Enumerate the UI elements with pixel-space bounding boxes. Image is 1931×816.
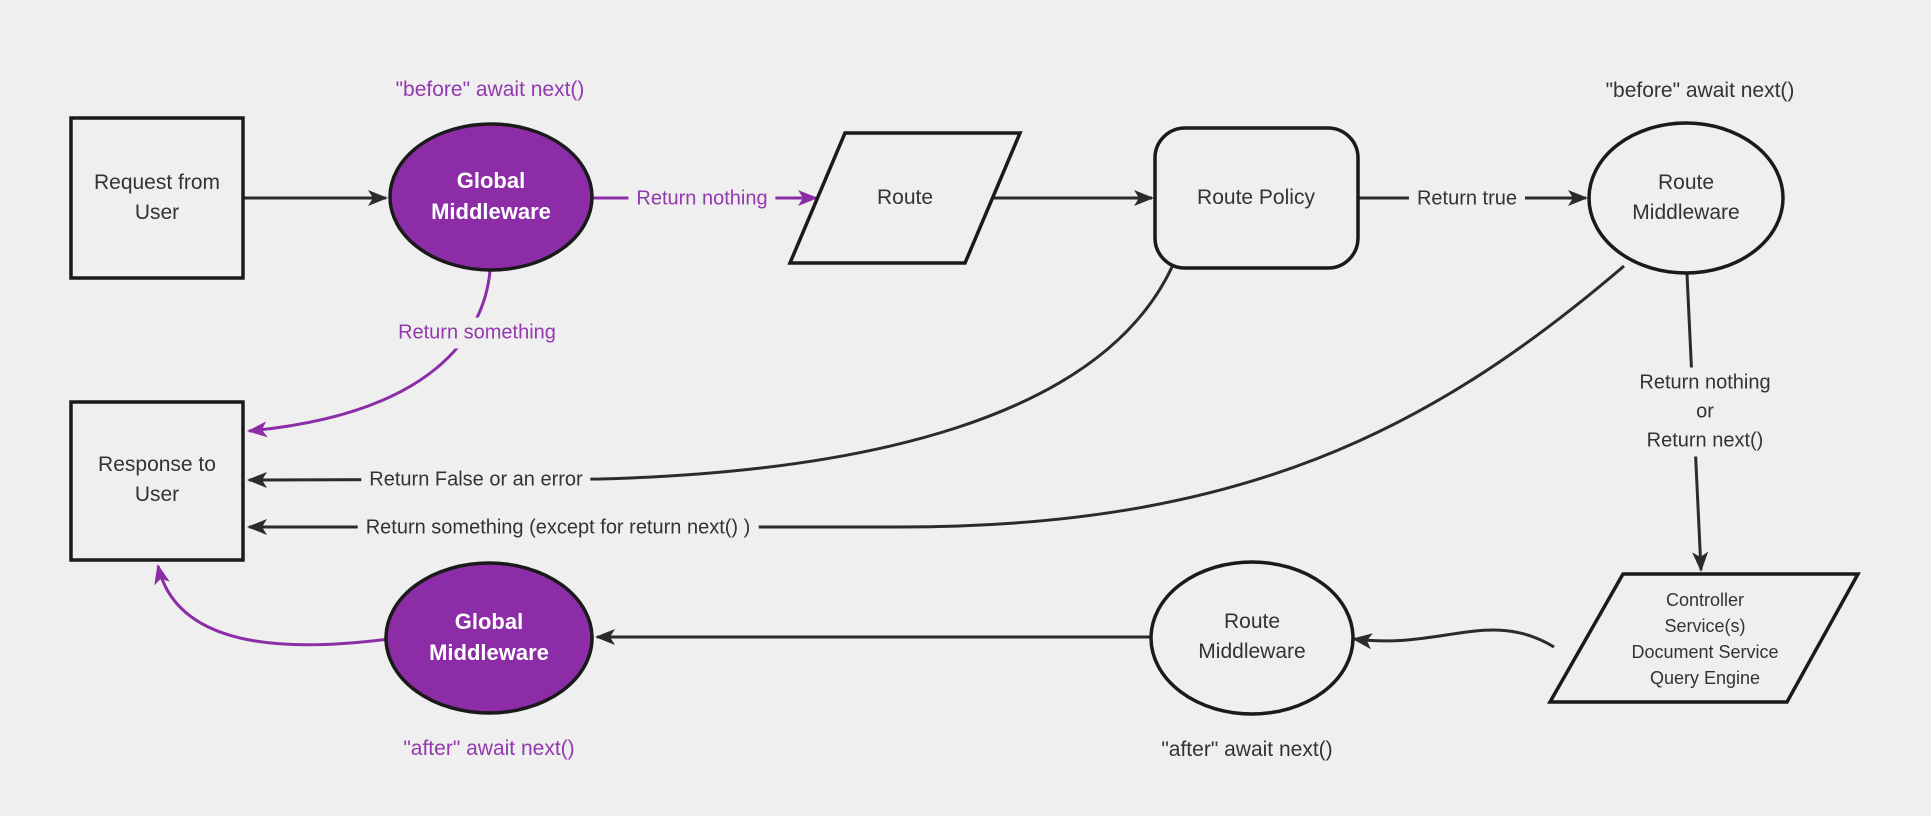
annotation-after-await-next-route: "after" await next() xyxy=(1161,738,1333,761)
global-middleware-top-node-shape xyxy=(388,122,594,272)
annotation-before-await-next-global: "before" await next() xyxy=(395,78,585,101)
annotation-after-await-next-global: "after" await next() xyxy=(403,737,575,760)
edge-route-policy-return-false-to-response xyxy=(247,266,1174,488)
annotation-before-await-next-route: "before" await next() xyxy=(1605,79,1795,102)
edge-controller-to-route-middleware-bottom xyxy=(1352,628,1555,650)
global-middleware-bottom-node-shape xyxy=(384,561,594,715)
edge-global-middleware-return-something-to-response xyxy=(247,270,492,438)
edge-label-return-nothing-or-next: Return nothing or Return next() xyxy=(1631,367,1779,457)
controller-node-shape xyxy=(1546,572,1861,704)
diagram-edges xyxy=(154,190,1709,650)
edge-label-return-true: Return true xyxy=(1408,183,1526,215)
request-node-shape xyxy=(69,116,245,280)
edge-label-return-nothing: Return nothing xyxy=(628,183,776,215)
response-node-shape xyxy=(69,400,245,562)
edge-global-middleware-bottom-to-response xyxy=(154,564,390,647)
edge-label-return-false-or-error: Return False or an error xyxy=(361,464,591,496)
edge-route-middleware-return-something-to-response xyxy=(247,264,1625,535)
route-middleware-top-node-shape xyxy=(1587,121,1785,275)
route-node-shape xyxy=(787,131,1023,265)
edge-label-return-something-except: Return something (except for return next… xyxy=(357,512,759,544)
diagram-node-shapes xyxy=(69,116,1861,716)
route-policy-node-shape xyxy=(1153,126,1360,270)
edge-label-return-something: Return something xyxy=(390,317,564,349)
route-middleware-bottom-node-shape xyxy=(1149,560,1355,716)
